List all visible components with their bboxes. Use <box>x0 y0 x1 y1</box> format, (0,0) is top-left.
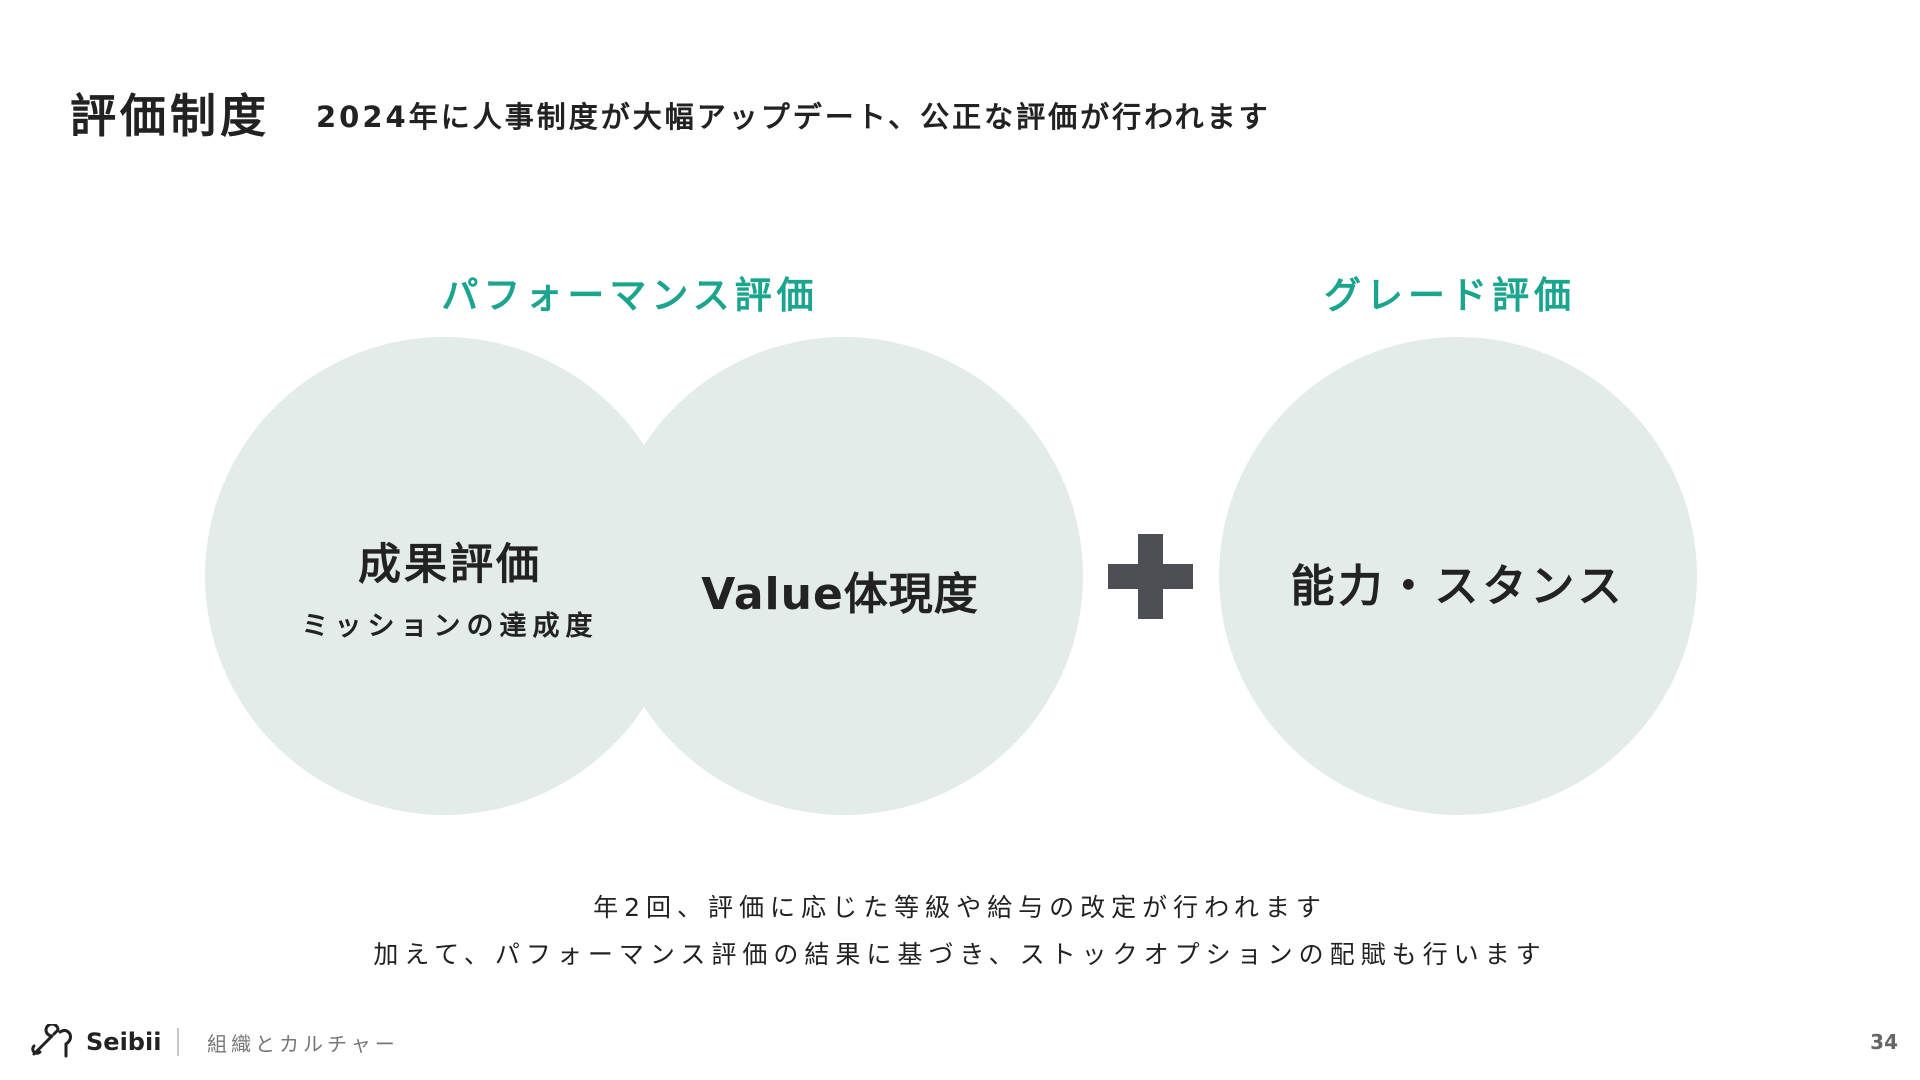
value-evaluation-circle <box>605 337 1083 815</box>
ability-evaluation-title: 能力・スタンス <box>1290 561 1626 612</box>
results-evaluation-title: 成果評価 <box>358 540 542 590</box>
footer-divider <box>177 1028 179 1056</box>
description-line-2: 加えて、パフォーマンス評価の結果に基づき、ストックオプションの配賦も行います <box>373 940 1547 969</box>
plus-icon <box>1108 534 1193 619</box>
value-evaluation-title: Value体現度 <box>701 569 979 620</box>
page-subtitle: 2024年に人事制度が大幅アップデート、公正な評価が行われます <box>316 100 1271 134</box>
ability-evaluation-circle <box>1219 337 1697 815</box>
grade-evaluation-label: グレード評価 <box>1324 274 1576 317</box>
brand-name: Seibii <box>86 1028 162 1056</box>
wrench-icon <box>31 1024 72 1058</box>
description-line-1: 年2回、評価に応じた等級や給与の改定が行われます <box>593 893 1327 922</box>
results-evaluation-circle <box>205 337 683 815</box>
page-number: 34 <box>1870 1030 1898 1054</box>
results-evaluation-subtitle: ミッションの達成度 <box>301 611 599 642</box>
page-title: 評価制度 <box>70 89 270 143</box>
footer-section-label: 組織とカルチャー <box>207 1032 399 1056</box>
performance-evaluation-label: パフォーマンス評価 <box>441 274 819 317</box>
seibii-logo: Seibii <box>30 1022 161 1062</box>
